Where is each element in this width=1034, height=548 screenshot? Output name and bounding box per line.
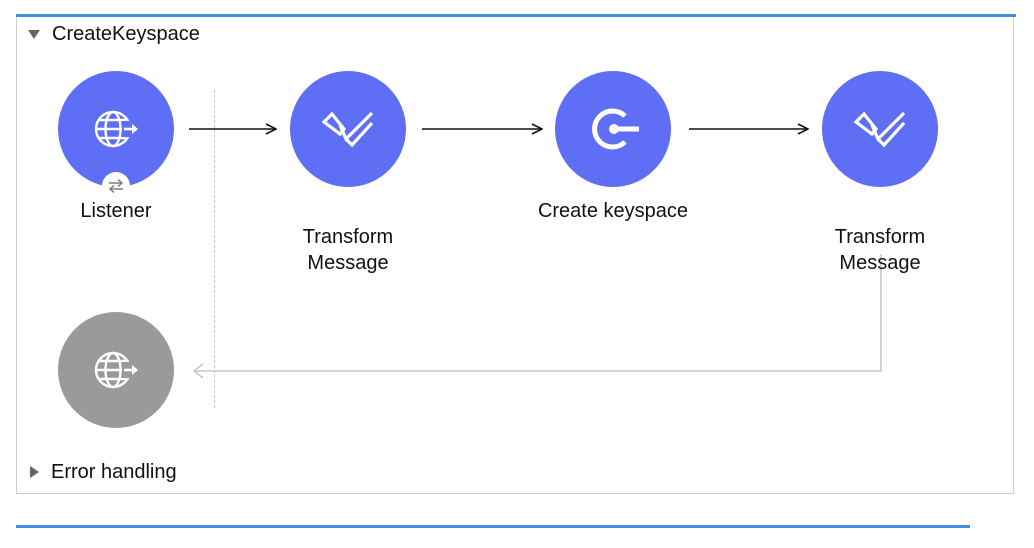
error-handling-label: Error handling	[51, 460, 177, 483]
bottom-accent-rule	[16, 525, 970, 528]
listener-response-node[interactable]	[58, 312, 174, 428]
transform-message-label-1-text: Transform Message	[302, 226, 394, 274]
dataweave-check-icon	[321, 111, 374, 148]
transform-message-label-2: Transform Message	[802, 198, 958, 276]
create-keyspace-node[interactable]	[555, 71, 671, 187]
top-accent-rule	[16, 14, 1016, 17]
return-arrow	[192, 254, 882, 379]
globe-arrow-icon	[94, 110, 140, 148]
cassandra-connector-icon	[592, 108, 639, 150]
flow-header[interactable]: CreateKeyspace	[28, 22, 200, 46]
transform-message-label-1: Transform Message	[270, 198, 426, 276]
triangle-right-icon[interactable]	[30, 466, 39, 478]
transform-message-node-1[interactable]	[290, 71, 406, 187]
triangle-down-icon[interactable]	[28, 29, 40, 39]
flow-container	[16, 17, 1014, 494]
listener-label-text: Listener	[80, 200, 152, 222]
globe-arrow-icon	[94, 351, 140, 389]
listener-label: Listener	[54, 198, 178, 224]
dataweave-check-icon	[853, 111, 906, 148]
create-keyspace-label-text: Create keyspace	[537, 200, 689, 222]
flow-title: CreateKeyspace	[52, 22, 200, 45]
transform-message-node-2[interactable]	[822, 71, 938, 187]
create-keyspace-label: Create keyspace	[512, 198, 714, 224]
error-handling-toggle[interactable]: Error handling	[30, 459, 177, 485]
bidirectional-arrows-icon	[102, 172, 130, 200]
transform-message-label-2-text: Transform Message	[834, 226, 926, 274]
listener-node[interactable]	[58, 71, 174, 187]
source-divider	[214, 90, 215, 408]
